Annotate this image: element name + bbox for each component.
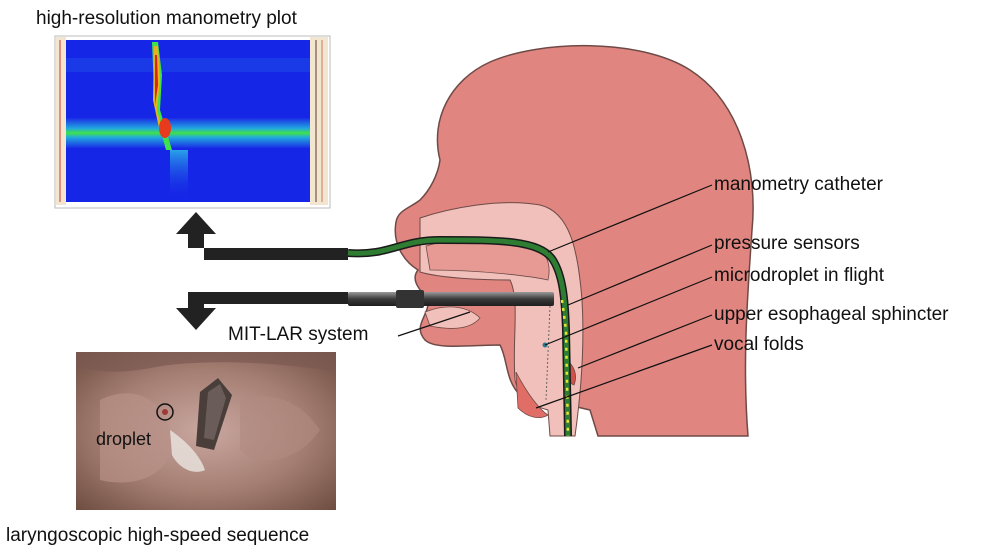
label-manometry-catheter: manometry catheter bbox=[714, 174, 883, 196]
label-microdroplet: microdroplet in flight bbox=[714, 265, 884, 287]
label-mit-lar: MIT-LAR system bbox=[228, 324, 368, 346]
label-ues: upper esophageal sphincter bbox=[714, 304, 949, 326]
manometry-left-scale bbox=[56, 37, 66, 205]
arrows bbox=[176, 212, 348, 330]
manometry-plot-title: high-resolution manometry plot bbox=[36, 8, 297, 30]
arrow-up-to-plot bbox=[176, 212, 348, 260]
label-droplet: droplet bbox=[96, 428, 151, 450]
label-pressure-sensors: pressure sensors bbox=[714, 233, 860, 255]
laryngoscopic-title: laryngoscopic high-speed sequence bbox=[6, 525, 309, 547]
label-vocal-folds: vocal folds bbox=[714, 334, 804, 356]
manometry-pressure-band bbox=[66, 118, 310, 148]
manometry-right-scale bbox=[310, 37, 328, 205]
manometry-plot bbox=[55, 36, 330, 208]
